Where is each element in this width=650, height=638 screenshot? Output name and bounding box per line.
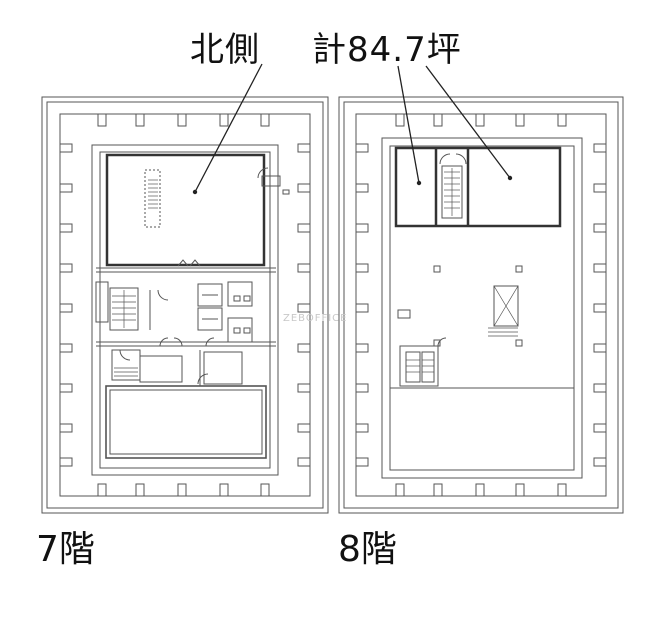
column-mark bbox=[355, 143, 369, 153]
column-mark bbox=[355, 457, 369, 467]
column-mark bbox=[297, 457, 311, 467]
column-mark bbox=[433, 113, 443, 127]
column-mark bbox=[593, 343, 607, 353]
column-mark bbox=[59, 143, 73, 153]
total-area-label: 計84.7坪 bbox=[312, 30, 462, 70]
column-mark bbox=[59, 263, 73, 273]
column-mark bbox=[475, 483, 485, 497]
north-side-label: 北側 bbox=[190, 30, 260, 70]
floor-8-columns bbox=[355, 113, 607, 497]
column-mark bbox=[515, 483, 525, 497]
column-mark bbox=[355, 423, 369, 433]
column-mark bbox=[395, 113, 405, 127]
column-mark bbox=[59, 303, 73, 313]
column-mark bbox=[59, 457, 73, 467]
column-mark bbox=[515, 113, 525, 127]
column-mark bbox=[219, 113, 229, 127]
watermark-text: ZEBOFFICE bbox=[283, 313, 348, 324]
column-mark bbox=[177, 113, 187, 127]
column-mark bbox=[355, 383, 369, 393]
column-mark bbox=[297, 263, 311, 273]
column-mark bbox=[297, 423, 311, 433]
column-mark bbox=[59, 223, 73, 233]
column-mark bbox=[297, 383, 311, 393]
leader-dots bbox=[192, 175, 513, 195]
column-mark bbox=[297, 303, 311, 313]
column-mark bbox=[355, 303, 369, 313]
column-mark bbox=[475, 113, 485, 127]
column-mark bbox=[59, 423, 73, 433]
column-mark bbox=[355, 343, 369, 353]
column-mark bbox=[59, 383, 73, 393]
column-mark bbox=[593, 303, 607, 313]
column-mark bbox=[593, 223, 607, 233]
column-mark bbox=[97, 113, 107, 127]
column-mark bbox=[433, 483, 443, 497]
floor-7-plan bbox=[41, 96, 329, 514]
column-mark bbox=[557, 113, 567, 127]
column-mark bbox=[355, 183, 369, 193]
column-mark bbox=[59, 183, 73, 193]
floor-7-label: 7階 bbox=[36, 529, 95, 570]
column-mark bbox=[395, 483, 405, 497]
column-mark bbox=[260, 483, 270, 497]
column-mark bbox=[297, 223, 311, 233]
column-mark bbox=[177, 483, 187, 497]
column-mark bbox=[593, 383, 607, 393]
column-mark bbox=[593, 183, 607, 193]
column-mark bbox=[219, 483, 229, 497]
column-mark bbox=[297, 343, 311, 353]
column-mark bbox=[135, 113, 145, 127]
column-mark bbox=[593, 457, 607, 467]
leader-lines bbox=[194, 63, 511, 193]
column-mark bbox=[297, 143, 311, 153]
column-mark bbox=[97, 483, 107, 497]
floor-8-plan bbox=[338, 96, 624, 514]
floor-7-columns bbox=[59, 113, 311, 497]
column-mark bbox=[557, 483, 567, 497]
column-mark bbox=[59, 343, 73, 353]
column-mark bbox=[355, 263, 369, 273]
column-mark bbox=[260, 113, 270, 127]
column-mark bbox=[355, 223, 369, 233]
column-mark bbox=[297, 183, 311, 193]
column-mark bbox=[593, 143, 607, 153]
column-mark bbox=[135, 483, 145, 497]
column-mark bbox=[593, 423, 607, 433]
column-mark bbox=[593, 263, 607, 273]
floor-8-label: 8階 bbox=[338, 529, 397, 570]
